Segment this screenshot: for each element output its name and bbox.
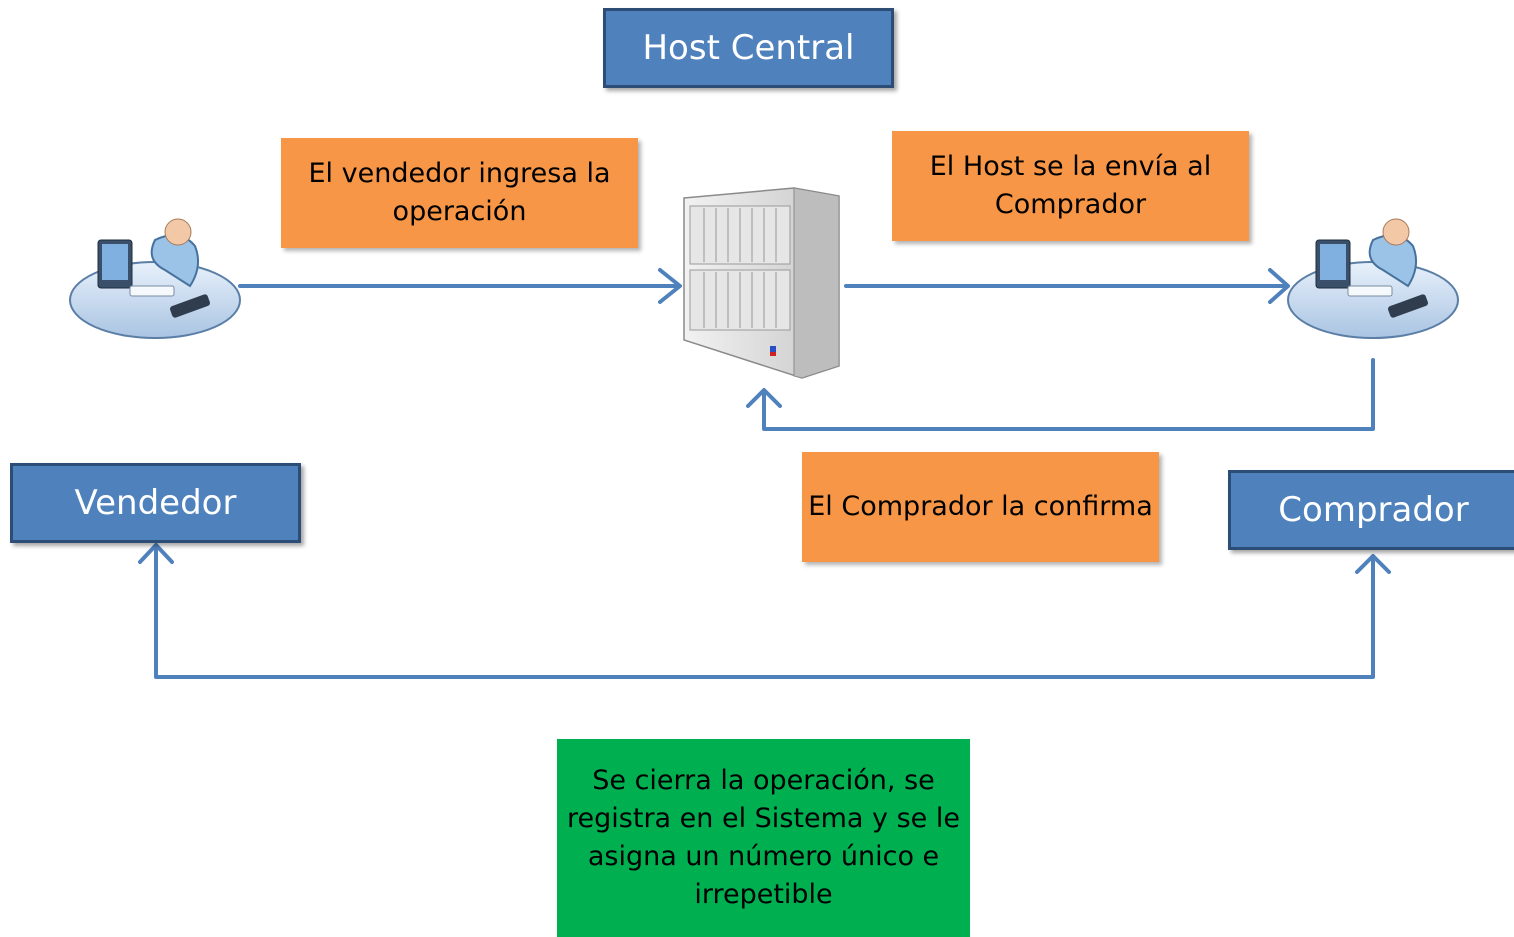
server-icon — [683, 187, 840, 379]
step-host-sends: El Host se la envía al Comprador — [892, 131, 1249, 241]
person-at-computer-icon — [1287, 218, 1459, 339]
comprador-node: Comprador — [1228, 470, 1514, 550]
step-seller-enters: El vendedor ingresa la operación — [281, 138, 638, 248]
host-central-node: Host Central — [603, 8, 894, 88]
connector-buyer-to-host — [746, 358, 1375, 431]
connector-buyer-to-seller — [138, 543, 1391, 679]
step-buyer-confirms: El Comprador la confirma — [802, 452, 1159, 562]
vendedor-node: Vendedor — [10, 463, 301, 543]
connector-host-to-buyer — [844, 268, 1290, 304]
connector-seller-to-host — [238, 268, 682, 304]
person-at-computer-icon — [69, 218, 241, 339]
step-operation-closed: Se cierra la operación, se registra en e… — [557, 739, 970, 937]
